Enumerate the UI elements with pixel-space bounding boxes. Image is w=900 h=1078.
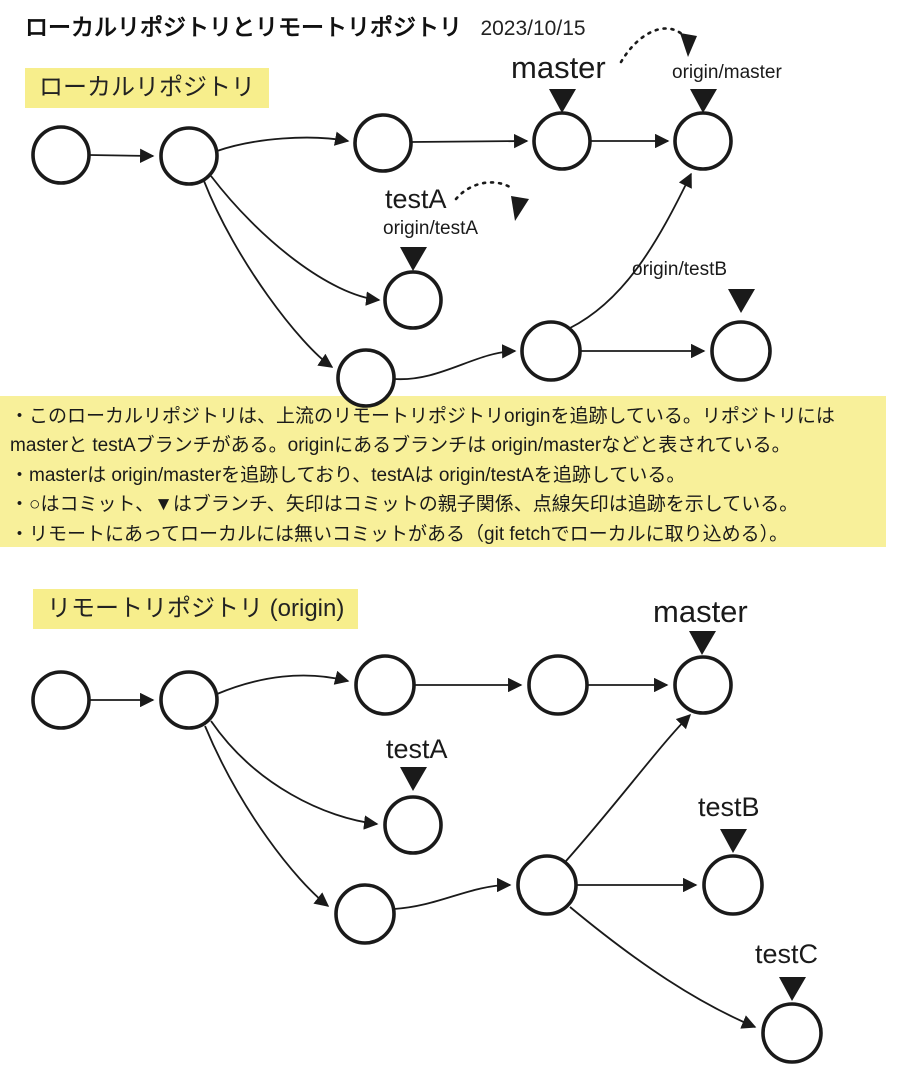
note-line: masterと testAブランチがある。originにあるブランチは orig…	[10, 435, 791, 457]
parent-arrow	[393, 344, 517, 380]
commit-node	[527, 654, 589, 716]
remote-commits	[31, 654, 823, 1064]
note-line: ・○はコミット、▼はブランチ、矢印はコミットの親子関係、点線矢印は追跡を示してい…	[10, 494, 799, 516]
local-graph	[88, 131, 706, 380]
commit-node	[31, 670, 91, 730]
title-row: ローカルリポジトリとリモートリポジトリ 2023/10/15	[25, 8, 586, 42]
parent-arrow	[410, 133, 529, 149]
commit-node-origin-master	[673, 111, 733, 171]
note-line: ・リモートにあってローカルには無いコミットがある（git fetchでローカルに…	[10, 523, 789, 545]
commit-node	[520, 320, 582, 382]
tracking-arrowhead-icon	[680, 33, 697, 57]
parent-arrow	[88, 148, 155, 163]
parent-arrow	[393, 877, 512, 910]
page-date: 2023/10/15	[480, 17, 586, 40]
branch-pointer-icon	[690, 89, 717, 113]
branch-label-testB: testB	[698, 792, 760, 822]
branch-label-testC: testC	[755, 939, 819, 969]
commit-node	[353, 113, 413, 173]
parent-arrow	[216, 131, 350, 152]
branch-pointer-icon	[549, 89, 576, 113]
parent-arrow	[565, 713, 692, 862]
parent-arrow	[569, 172, 692, 329]
commit-node	[31, 125, 91, 185]
commit-node-testA	[383, 270, 443, 330]
tracking-arrow-testA	[454, 181, 515, 201]
branch-label-origin-master: origin/master	[672, 62, 782, 83]
commit-node-master	[673, 655, 733, 715]
commit-node-testA	[383, 795, 443, 855]
branch-label-testA: testA	[386, 734, 448, 764]
commit-node	[159, 670, 219, 730]
parent-arrow	[210, 175, 381, 306]
commit-node	[354, 654, 416, 716]
commit-node-testC	[761, 1002, 823, 1064]
note-line: ・masterは origin/masterを追跡しており、testAは ori…	[10, 464, 686, 486]
commit-node-master	[532, 111, 592, 171]
branch-pointer-icon	[689, 631, 716, 655]
note-line: ・このローカルリポジトリは、上流のリモートリポジトリoriginを追跡している。…	[10, 406, 835, 427]
branch-label-origin-testA: origin/testA	[383, 218, 479, 239]
page-title: ローカルリポジトリとリモートリポジトリ	[25, 14, 462, 40]
parent-arrow	[210, 720, 379, 830]
parent-arrow	[204, 725, 330, 907]
local-repo-section-label: ローカルリポジトリ	[25, 68, 269, 108]
branch-label-master: master	[511, 50, 606, 85]
commit-node-origin-testB	[710, 320, 772, 382]
remote-repo-section-label: リモートリポジトリ (origin)	[33, 589, 359, 629]
branch-label-origin-testB: origin/testB	[632, 259, 728, 280]
parent-arrow	[569, 906, 757, 1029]
branch-label-testA: testA	[385, 184, 447, 214]
branch-pointer-icon	[400, 247, 427, 271]
commit-node-testB	[702, 854, 764, 916]
branch-pointer-icon	[400, 767, 427, 791]
tracking-arrow-master	[619, 27, 686, 64]
parent-arrow	[216, 670, 350, 695]
parent-arrow	[203, 180, 334, 368]
branch-pointer-icon	[728, 289, 755, 313]
branch-label-master: master	[653, 594, 748, 629]
remote-graph	[89, 670, 757, 1029]
commit-node	[159, 126, 219, 186]
notes-block: ・このローカルリポジトリは、上流のリモートリポジトリoriginを追跡している。…	[0, 396, 886, 547]
commit-node	[516, 854, 578, 916]
commit-node	[334, 883, 396, 945]
branch-pointer-icon	[779, 977, 806, 1001]
branch-pointer-icon	[720, 829, 747, 853]
tracking-arrowhead-icon	[511, 196, 529, 221]
